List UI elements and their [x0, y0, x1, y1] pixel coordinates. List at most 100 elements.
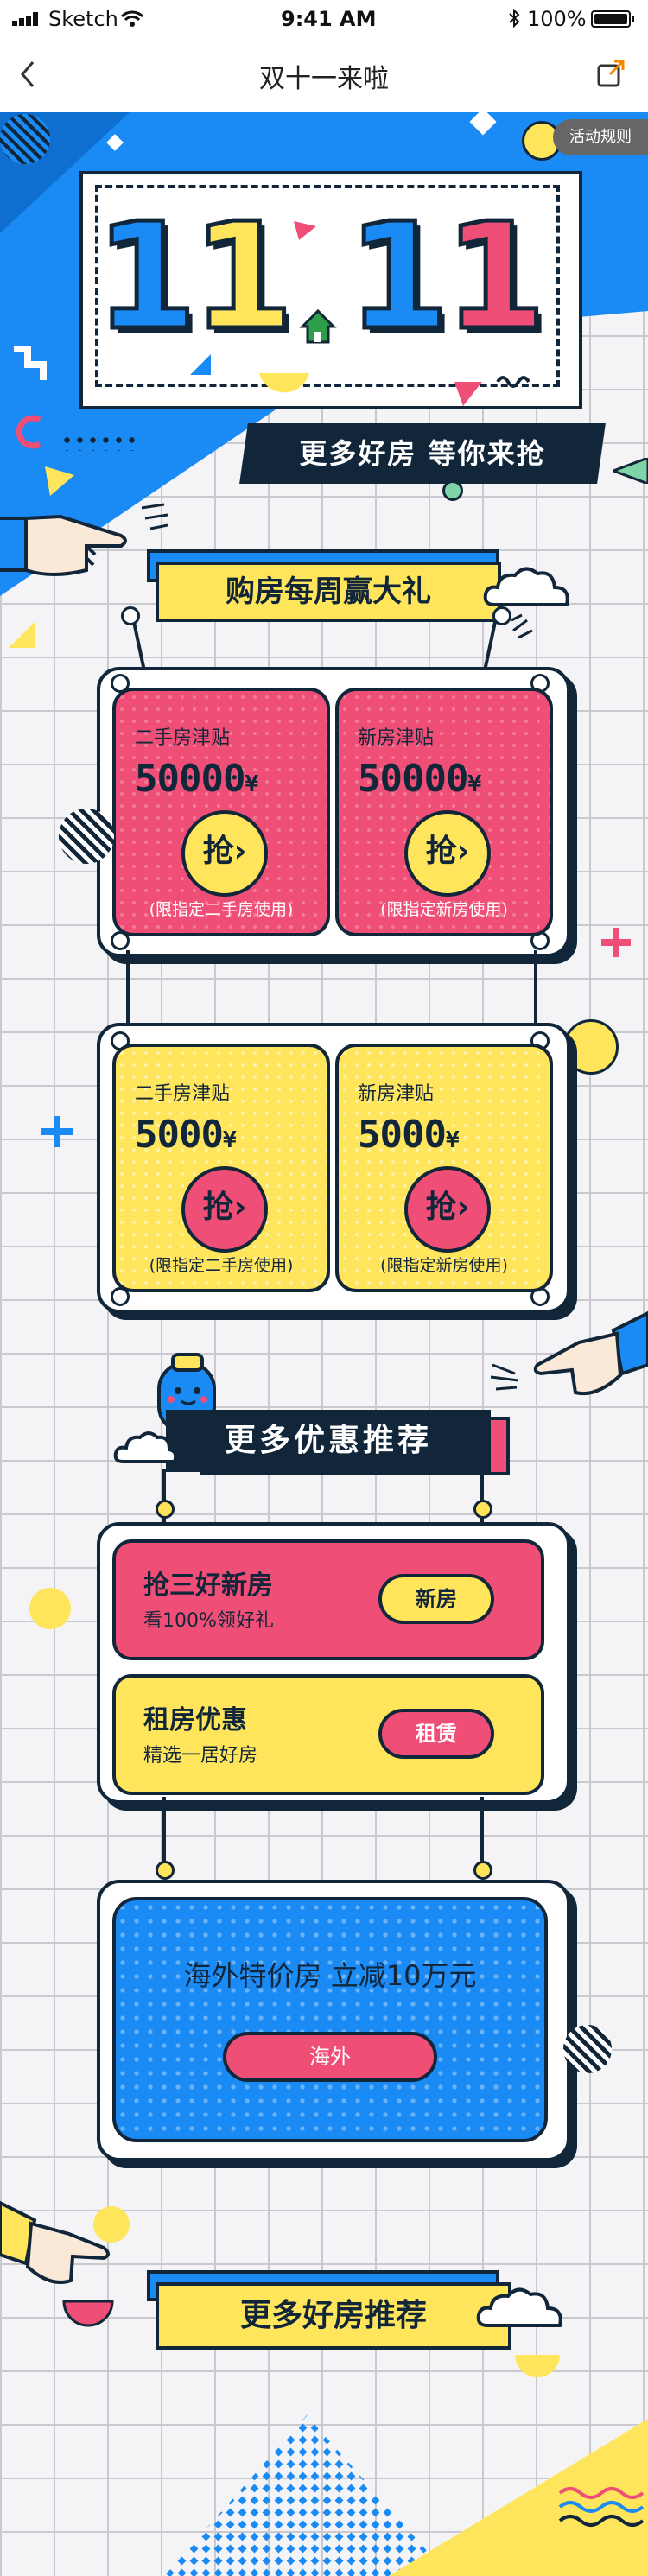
grab-button[interactable]: 抢› — [404, 810, 491, 897]
chevron-left-icon[interactable] — [19, 60, 36, 88]
subsidy-card[interactable]: 二手房津贴 50000¥ 抢› (限指定二手房使用) — [112, 688, 330, 936]
rules-label: 活动规则 — [569, 128, 632, 146]
promo-title: 租房优惠 — [143, 1705, 247, 1735]
pointing-hand-icon — [0, 514, 127, 576]
yellow-dot-icon — [29, 1588, 71, 1629]
yellow-corner-shape — [389, 2419, 648, 2576]
pointing-hand-icon — [0, 2200, 110, 2284]
page-title: 双十一来啦 — [259, 64, 389, 94]
carrier-label: Sketch — [48, 7, 118, 31]
hero-subtitle: 更多好房 等你来抢 — [299, 437, 546, 470]
status-bar: Sketch 9:41 AM 100% — [0, 0, 648, 36]
card-label: 新房津贴 — [358, 1083, 435, 1105]
card-amount: 5000¥ — [358, 1113, 460, 1157]
subsidy-card[interactable]: 二手房津贴 5000¥ 抢› (限指定二手房使用) — [112, 1044, 330, 1292]
yellow-triangle-icon — [9, 622, 35, 648]
chain-line — [534, 950, 537, 1026]
yellow-dot-icon — [93, 2206, 130, 2243]
bolt-icon — [473, 1500, 492, 1519]
chain-line — [480, 1797, 484, 1876]
card-note: (限指定二手房使用) — [149, 1256, 294, 1275]
hero-subtitle-banner: 更多好房 等你来抢 — [239, 423, 606, 484]
bolt-icon — [111, 931, 130, 950]
card-amount: 50000¥ — [358, 757, 481, 801]
card-label: 二手房津贴 — [135, 1083, 231, 1105]
yellow-semicircle-icon — [259, 373, 309, 393]
cloud-icon — [113, 1431, 178, 1463]
bluetooth-icon — [509, 9, 520, 28]
card-note: (限指定二手房使用) — [149, 900, 294, 919]
nav-bar: 双十一来啦 — [0, 36, 648, 113]
promo-subtitle: 精选一居好房 — [143, 1745, 258, 1767]
signal-icon — [12, 12, 41, 26]
arc-icon — [16, 415, 41, 449]
overseas-card[interactable]: 海外特价房 立减10万元 海外 — [112, 1897, 548, 2142]
bolt-icon — [473, 1861, 492, 1880]
blue-plus-icon — [41, 1116, 73, 1147]
yellow-triangle-icon — [45, 466, 74, 496]
new-house-button[interactable]: 新房 — [378, 1574, 494, 1624]
hero-title-frame — [79, 171, 582, 409]
bolt-icon — [156, 1861, 175, 1880]
cloud-icon — [483, 567, 569, 606]
green-triangle-icon — [613, 458, 648, 484]
pink-triangle-icon — [294, 221, 316, 240]
bolt-icon — [121, 606, 140, 625]
bolt-icon — [156, 1500, 175, 1519]
card-note: (限指定新房使用) — [380, 1256, 508, 1275]
yellow-dot-icon — [563, 1019, 619, 1075]
grab-button[interactable]: 抢› — [181, 1166, 268, 1253]
dot-diamond-pattern — [164, 2415, 449, 2576]
overseas-button[interactable]: 海外 — [223, 2032, 437, 2082]
burst-lines-icon — [511, 613, 533, 639]
bolt-icon — [111, 1287, 130, 1306]
more-title-banner: 更多好房推荐 — [156, 2282, 511, 2350]
promo-subtitle: 看100%领好礼 — [143, 1610, 274, 1632]
hatched-circle-icon — [59, 809, 114, 864]
card-label: 新房津贴 — [358, 727, 435, 749]
promo-rental[interactable]: 租房优惠 精选一居好房 租赁 — [112, 1674, 544, 1795]
hero-digit: 1 — [93, 192, 200, 363]
hero-digit: 1 — [190, 192, 296, 363]
wave-lines-icon — [558, 2487, 645, 2527]
card-note: (限指定新房使用) — [380, 900, 508, 919]
squiggle-icon — [496, 376, 530, 388]
battery-icon — [591, 10, 634, 28]
rental-button[interactable]: 租赁 — [378, 1709, 494, 1759]
share-icon[interactable] — [596, 59, 626, 88]
subsidy-card[interactable]: 新房津贴 5000¥ 抢› (限指定新房使用) — [335, 1044, 553, 1292]
blue-triangle-icon — [190, 354, 211, 375]
promo-new-house[interactable]: 抢三好新房 看100%领好礼 新房 — [112, 1539, 544, 1660]
hatched-circle-icon — [0, 114, 50, 164]
burst-lines-icon — [490, 1363, 519, 1391]
zigzag-icon — [14, 346, 47, 380]
yellow-semicircle-icon — [515, 2355, 560, 2377]
chain-line — [126, 950, 130, 1026]
chain-line — [162, 1797, 166, 1876]
card-amount: 5000¥ — [135, 1113, 237, 1157]
promo-title: 抢三好新房 — [143, 1570, 273, 1601]
chain-line — [162, 1469, 166, 1524]
hero-title-inner-frame — [95, 185, 560, 387]
pink-triangle-icon — [454, 382, 482, 406]
pink-plus-icon — [601, 928, 631, 957]
deals-title: 更多优惠推荐 — [224, 1423, 432, 1458]
hatched-circle-icon — [563, 2025, 612, 2073]
hero-digit: 1 — [346, 192, 452, 363]
grab-button[interactable]: 抢› — [404, 1166, 491, 1253]
subsidy-card[interactable]: 新房津贴 50000¥ 抢› (限指定新房使用) — [335, 688, 553, 936]
cloud-icon — [476, 2287, 562, 2327]
card-amount: 50000¥ — [135, 757, 258, 801]
bolt-icon — [492, 606, 511, 625]
grab-button[interactable]: 抢› — [181, 810, 268, 897]
dots-row-icon — [60, 434, 138, 451]
more-title: 更多好房推荐 — [239, 2298, 427, 2333]
wifi-icon — [121, 10, 143, 27]
burst-lines-icon — [141, 503, 168, 530]
rules-button[interactable]: 活动规则 — [553, 119, 648, 155]
overseas-title: 海外特价房 立减10万元 — [183, 1959, 477, 1992]
deals-title-banner: 更多优惠推荐 — [166, 1410, 491, 1472]
weekly-title: 购房每周赢大礼 — [226, 574, 431, 609]
weekly-title-banner: 购房每周赢大礼 — [156, 562, 501, 622]
